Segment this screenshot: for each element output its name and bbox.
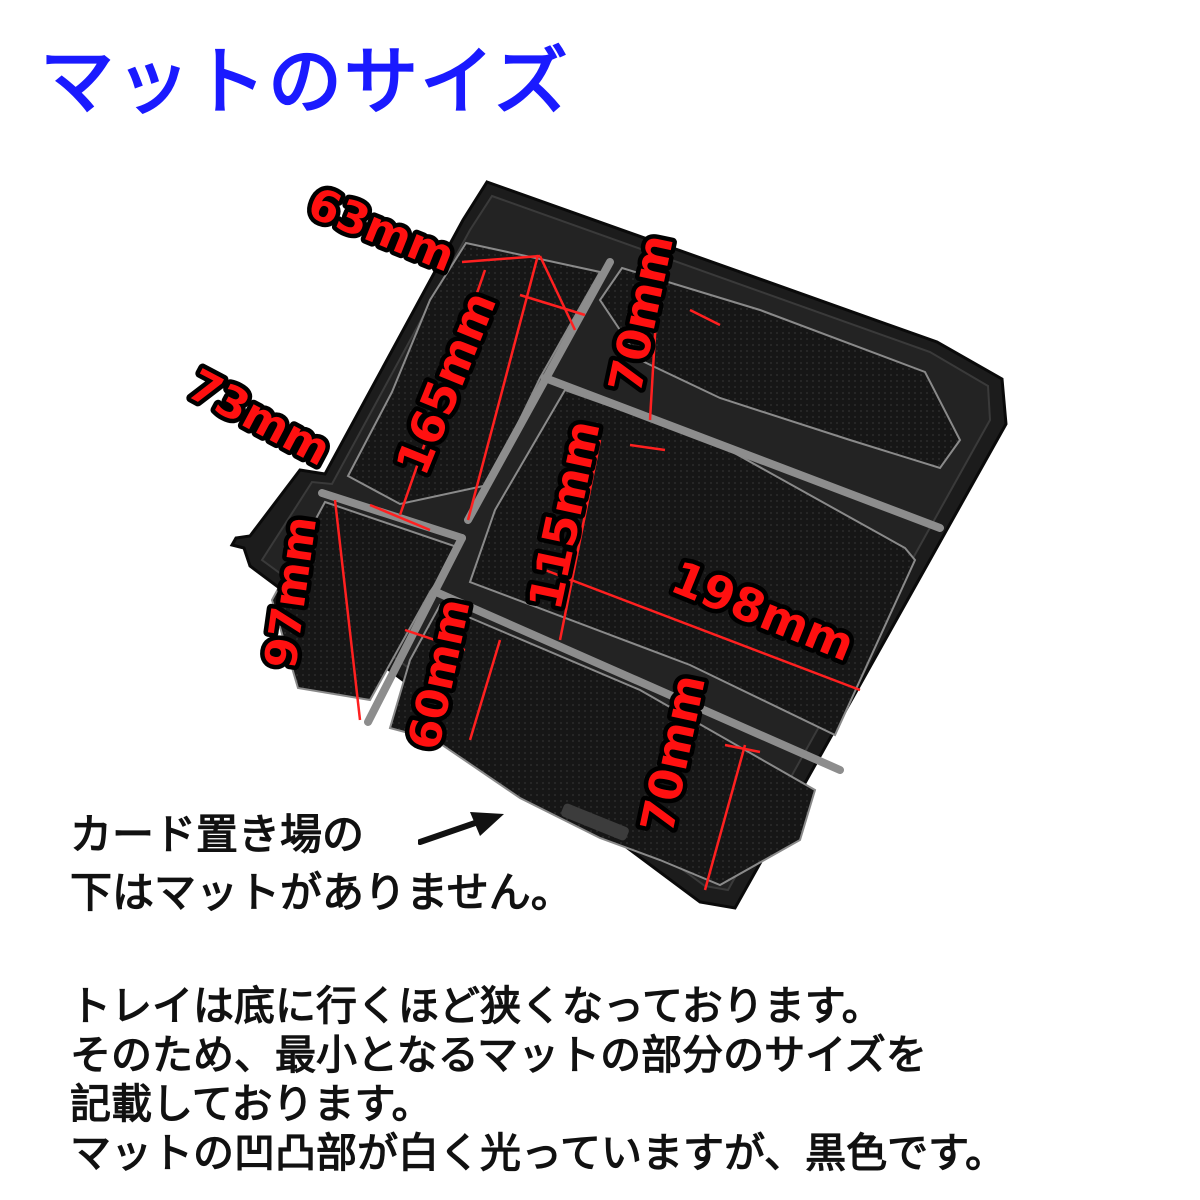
mat-center (468, 388, 917, 737)
note-line: トレイは底に行くほど狭くなっております。 (70, 982, 883, 1030)
card-slot-note-line-2: 下はマットがありません。 (70, 868, 573, 917)
dimension-label-73: 73mm (180, 360, 339, 477)
explanation-notes: トレイは底に行くほど狭くなっております。 そのため、最小となるマットの部分のサイ… (70, 982, 1006, 1178)
note-line: そのため、最小となるマットの部分のサイズを (70, 1031, 927, 1079)
arrow-icon (418, 812, 504, 845)
mat-top-left (346, 241, 602, 506)
card-slot-note: カード置き場の 下はマットがありません。 (70, 806, 573, 922)
mat-bottom (388, 603, 817, 887)
note-line: マットの凹凸部が白く光っていますが、黒色です。 (70, 1129, 1007, 1177)
mat-top-right (598, 266, 962, 470)
dimension-lines (333, 249, 861, 891)
card-slot-note-line-1: カード置き場の (70, 810, 365, 859)
page-title: マットのサイズ (40, 39, 570, 125)
dimension-label-63: 63mm (301, 178, 462, 283)
note-line: 記載しております。 (70, 1080, 433, 1128)
tray-dividers (318, 258, 944, 774)
card-slot (561, 803, 629, 841)
